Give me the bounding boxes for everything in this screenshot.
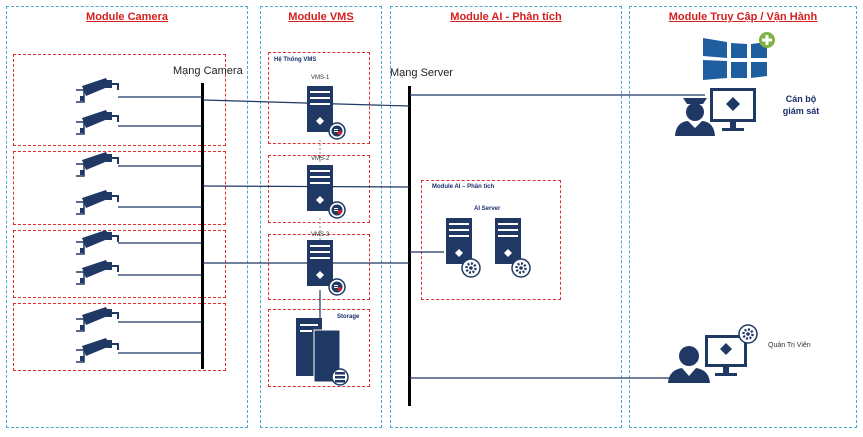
admin-label: Quản Trị Viên [768,342,811,349]
module-vms: Module VMS [260,6,382,428]
server-network-label: Mạng Server [390,67,453,79]
ai-module-label: Module AI – Phân tích [432,184,495,190]
module-ai: Module AI - Phân tích [390,6,622,428]
monitor-icon [710,88,756,131]
vms2-group [268,155,370,223]
supervisor-label-line2: giám sát [782,106,820,116]
cctv-camera-icon [75,229,119,255]
camera-group-2 [13,151,226,225]
vms2-label: VMS-2 [311,156,330,162]
cctv-camera-icon [75,109,119,135]
storage-label: Storage [337,314,360,320]
cctv-camera-icon [75,151,119,177]
camera-group-3 [13,230,226,298]
storage-group [268,309,370,387]
video-wall-icon [703,32,775,80]
vms-system-label: Hệ Thống VMS [274,57,317,63]
storage-icon [296,318,349,386]
server-icon [446,218,472,264]
monitor-icon [705,335,747,376]
camera-group-4 [13,303,226,371]
security-officer-icon [675,98,715,136]
gear-icon [460,257,482,279]
vms-badge-icon [328,201,346,219]
module-access-title: Module Truy Cập / Vận Hành [668,11,818,23]
supervisor-label-line1: Cán bộ [785,94,817,104]
admin-user-icon [668,346,710,383]
module-ai-title: Module AI - Phân tích [450,11,562,23]
module-camera-title: Module Camera [86,11,168,23]
module-vms-title: Module VMS [288,11,354,23]
cctv-camera-icon [75,77,119,103]
gear-icon [510,257,532,279]
server-icon [307,86,333,132]
vms3-group [268,234,370,300]
camera-network-label: Mạng Camera [173,65,243,77]
module-camera: Module Camera [6,6,248,428]
vms3-label: VMS-3 [311,232,330,238]
vms-system-group [268,52,370,144]
vms-badge-icon [328,122,346,140]
module-access: Module Truy Cập / Vận Hành [629,6,857,428]
ai-server-label: AI Server [474,206,501,212]
server-icon [495,218,521,264]
server-icon [307,240,333,286]
cctv-camera-icon [75,306,119,332]
ai-module-group [421,180,561,300]
cctv-camera-icon [75,337,119,363]
cctv-camera-icon [75,189,119,215]
gear-icon [737,323,759,345]
cctv-camera-icon [75,259,119,285]
camera-group-1 [13,54,226,146]
vms-badge-icon [328,278,346,296]
server-icon [307,165,333,211]
vms1-label: VMS-1 [311,75,330,81]
